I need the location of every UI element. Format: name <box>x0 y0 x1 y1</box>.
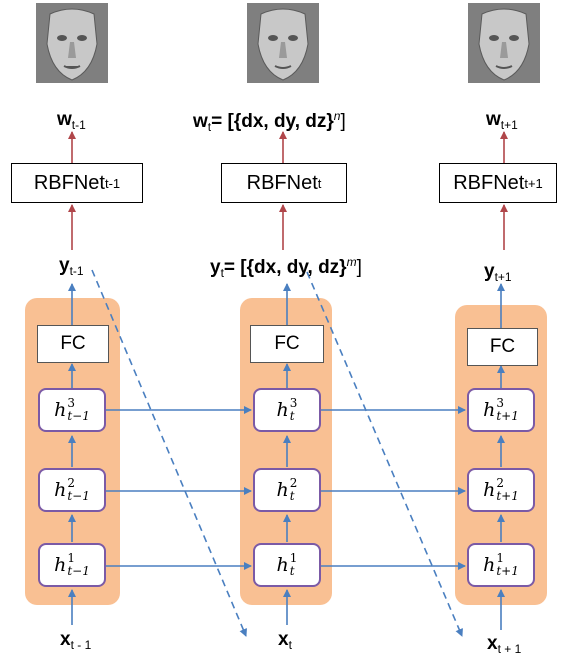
face-render-t-minus-1 <box>36 3 108 83</box>
w-label-t-plus-1: wt+1 <box>486 109 518 132</box>
lstm-block-t <box>240 298 332 605</box>
dashed-arrow-y-t-minus-1-to-x-t <box>91 269 247 637</box>
y-label-t: yt= [{dx, dy, dz}m] <box>210 255 362 280</box>
w-label-t-minus-1: wt-1 <box>57 109 86 132</box>
x-label-t-minus-1: xt - 1 <box>60 629 92 652</box>
x-label-t-plus-1: xt + 1 <box>487 633 522 656</box>
face-render-t-plus-1 <box>468 3 540 83</box>
dashed-arrow-y-t-to-x-t-plus-1 <box>306 271 463 637</box>
y-label-t-plus-1: yt+1 <box>484 261 512 284</box>
y-label-t-minus-1: yt-1 <box>59 255 84 278</box>
fc-box-t-minus-1: FC <box>37 325 109 363</box>
x-label-t: xt <box>278 629 292 652</box>
fc-box-t-plus-1: FC <box>467 328 538 366</box>
w-label-t: wt= [{dx, dy, dz}n] <box>193 109 346 134</box>
fc-box-t: FC <box>250 325 324 363</box>
face-render-t <box>247 3 319 83</box>
